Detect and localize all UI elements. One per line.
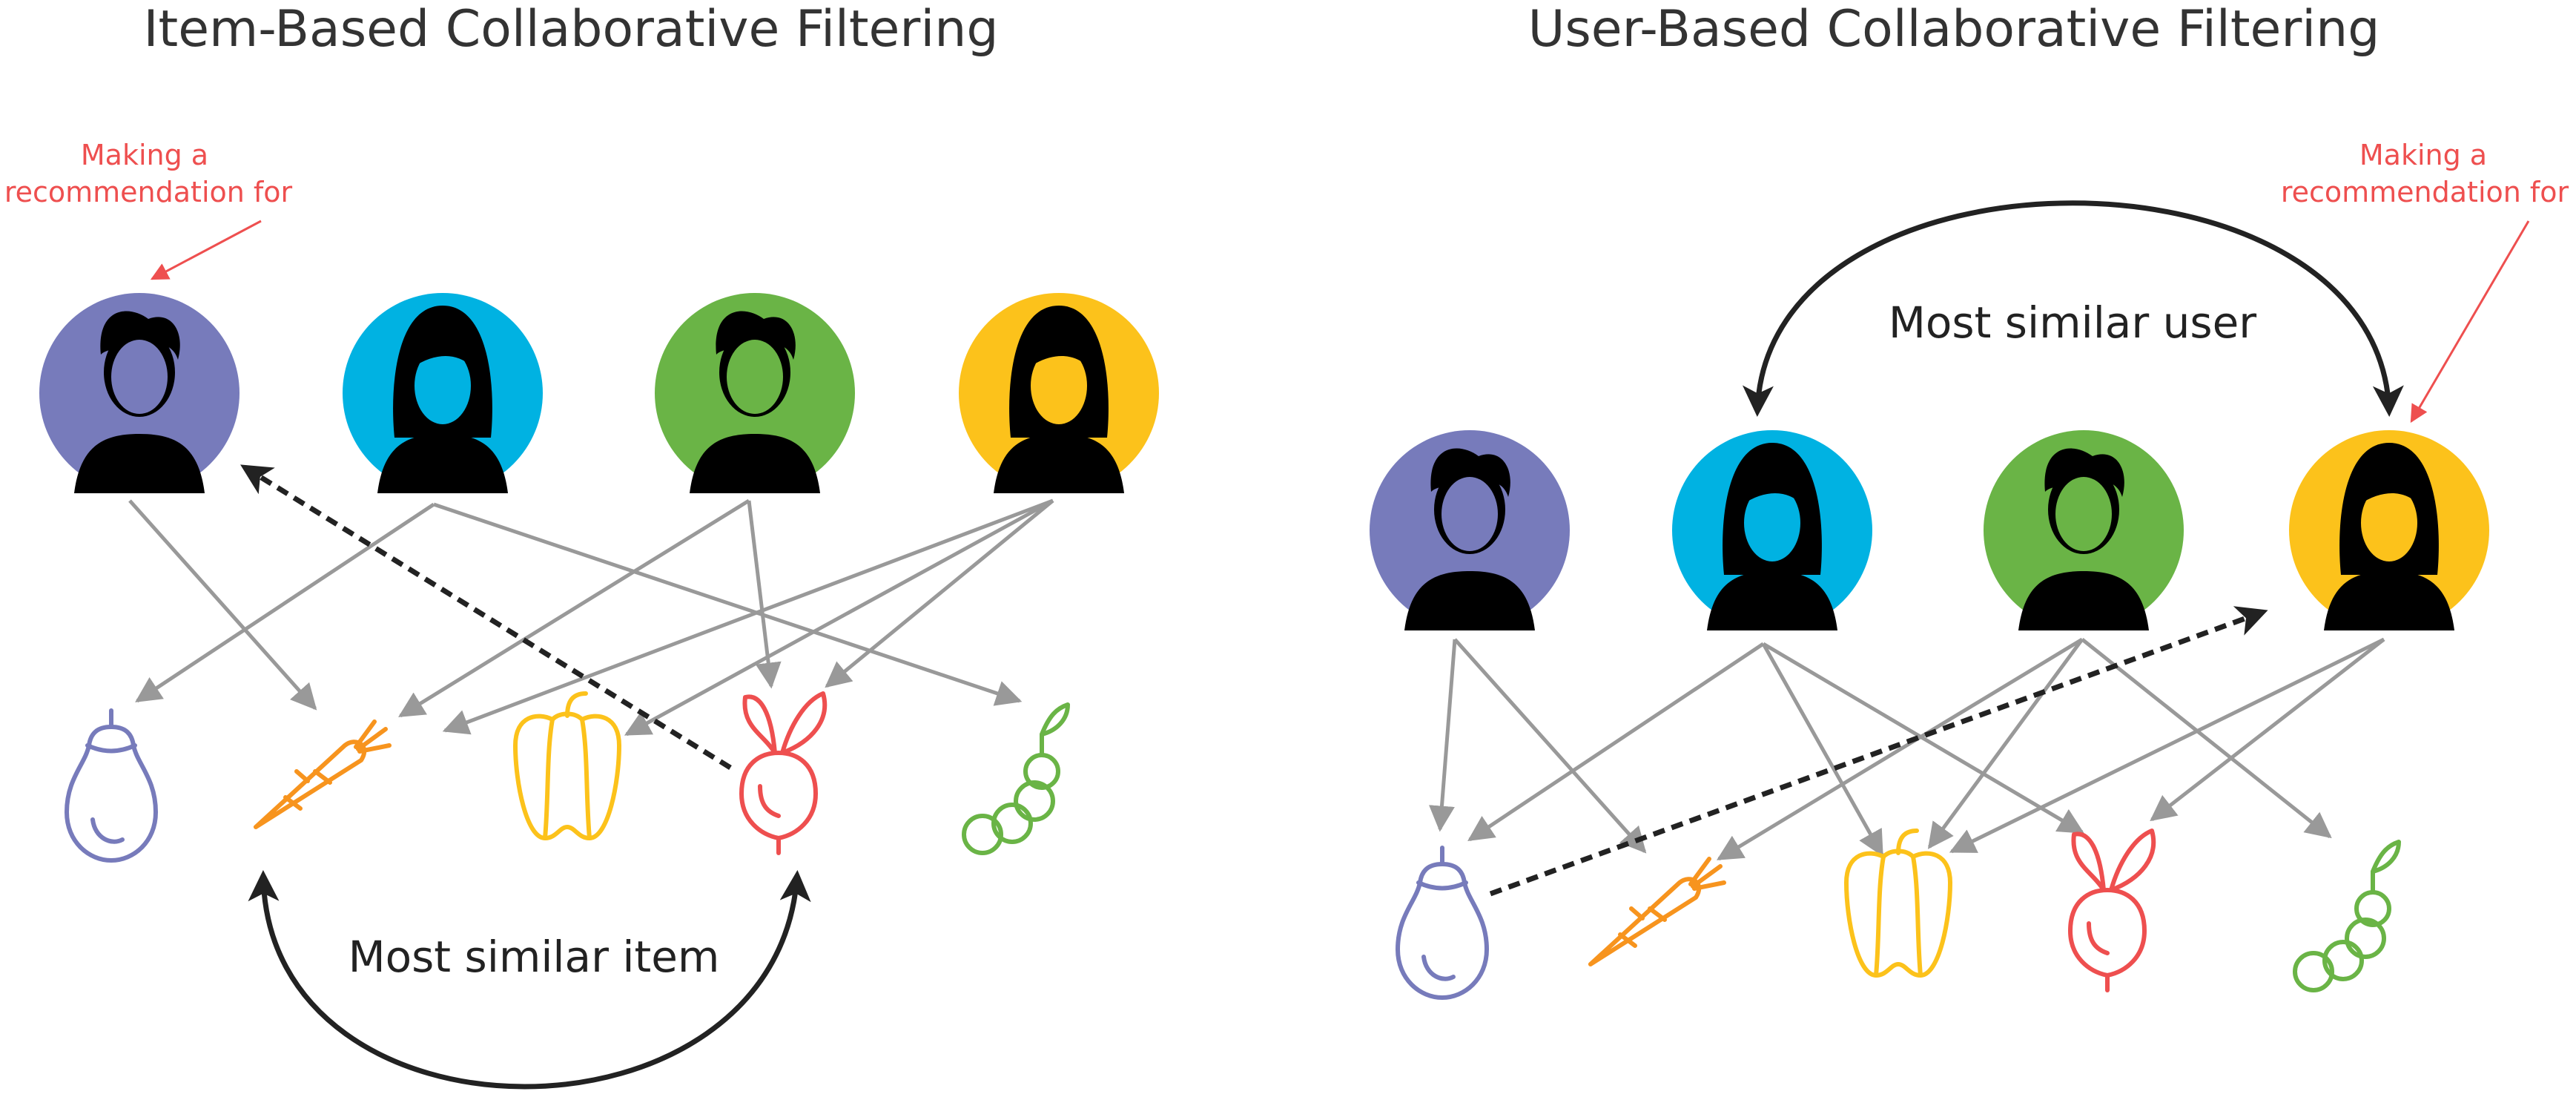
user-annotation-line2: recommendation for: [2281, 176, 2569, 208]
user-user-2: [1672, 430, 1872, 630]
rating-edge: [1717, 637, 2084, 861]
rating-edge: [2150, 638, 2385, 822]
face: [415, 347, 471, 424]
rating-edge: [1927, 638, 2084, 849]
face: [2055, 477, 2112, 551]
pepper-icon: [513, 691, 621, 840]
rating-edge: [433, 502, 1023, 706]
item-user-1: [39, 293, 240, 493]
user-rating-edges: [1429, 637, 2385, 861]
user-based-panel: User-Based Collaborative Filtering Makin…: [1370, 0, 2569, 1000]
item-panel-title: Item-Based Collaborative Filtering: [143, 0, 998, 59]
item-recommendation-arrow: [240, 464, 732, 770]
item-rating-edges: [128, 498, 1054, 737]
user-user-4: [2289, 430, 2489, 630]
peas-icon: [962, 702, 1070, 855]
rating-edge: [1762, 642, 2085, 834]
rating-edge: [442, 498, 1054, 735]
rating-edge: [1949, 637, 2385, 854]
beet-icon: [2068, 829, 2156, 992]
beet-icon: [739, 691, 828, 855]
rating-edge: [1429, 639, 1457, 832]
peas-icon: [2293, 840, 2401, 992]
rating-edge: [2081, 638, 2332, 839]
user-user-3: [1984, 430, 2184, 630]
carrot-icon: [254, 719, 392, 829]
rating-edge: [135, 502, 435, 703]
rating-edge: [1761, 642, 1884, 857]
carrot-icon: [1588, 857, 1726, 966]
rating-edge: [1467, 642, 1765, 842]
face: [111, 340, 168, 414]
item-user-4: [959, 293, 1159, 493]
rating-edge: [128, 499, 317, 711]
item-annotation-arrow: [150, 220, 262, 280]
item-user-2: [343, 293, 543, 493]
item-annotation-line1: Making a: [81, 139, 208, 171]
face: [2361, 484, 2417, 561]
rating-edge: [624, 498, 1054, 737]
user-user-1: [1370, 430, 1570, 630]
item-user-3: [655, 293, 855, 493]
user-similarity-label: Most similar user: [1889, 297, 2256, 348]
eggplant-icon: [65, 708, 158, 863]
user-recommendation-arrow: [1489, 606, 2268, 897]
face: [1441, 477, 1498, 551]
user-panel-title: User-Based Collaborative Filtering: [1528, 0, 2380, 59]
rating-edge: [398, 498, 750, 718]
item-similarity-label: Most similar item: [349, 932, 720, 982]
user-annotation-arrow: [2410, 220, 2530, 424]
face: [1031, 347, 1087, 424]
item-based-panel: Item-Based Collaborative Filtering Makin…: [4, 0, 1159, 1090]
face: [727, 340, 783, 414]
user-similarity-arc: [1743, 200, 2404, 417]
eggplant-icon: [1396, 846, 1489, 1000]
item-similarity-arc: [248, 870, 811, 1090]
rating-edge: [825, 499, 1054, 688]
face: [1744, 484, 1800, 561]
user-annotation-line1: Making a: [2359, 139, 2487, 171]
pepper-icon: [1844, 829, 1952, 978]
rating-edge: [1453, 638, 1647, 854]
item-annotation-line2: recommendation for: [4, 176, 293, 208]
